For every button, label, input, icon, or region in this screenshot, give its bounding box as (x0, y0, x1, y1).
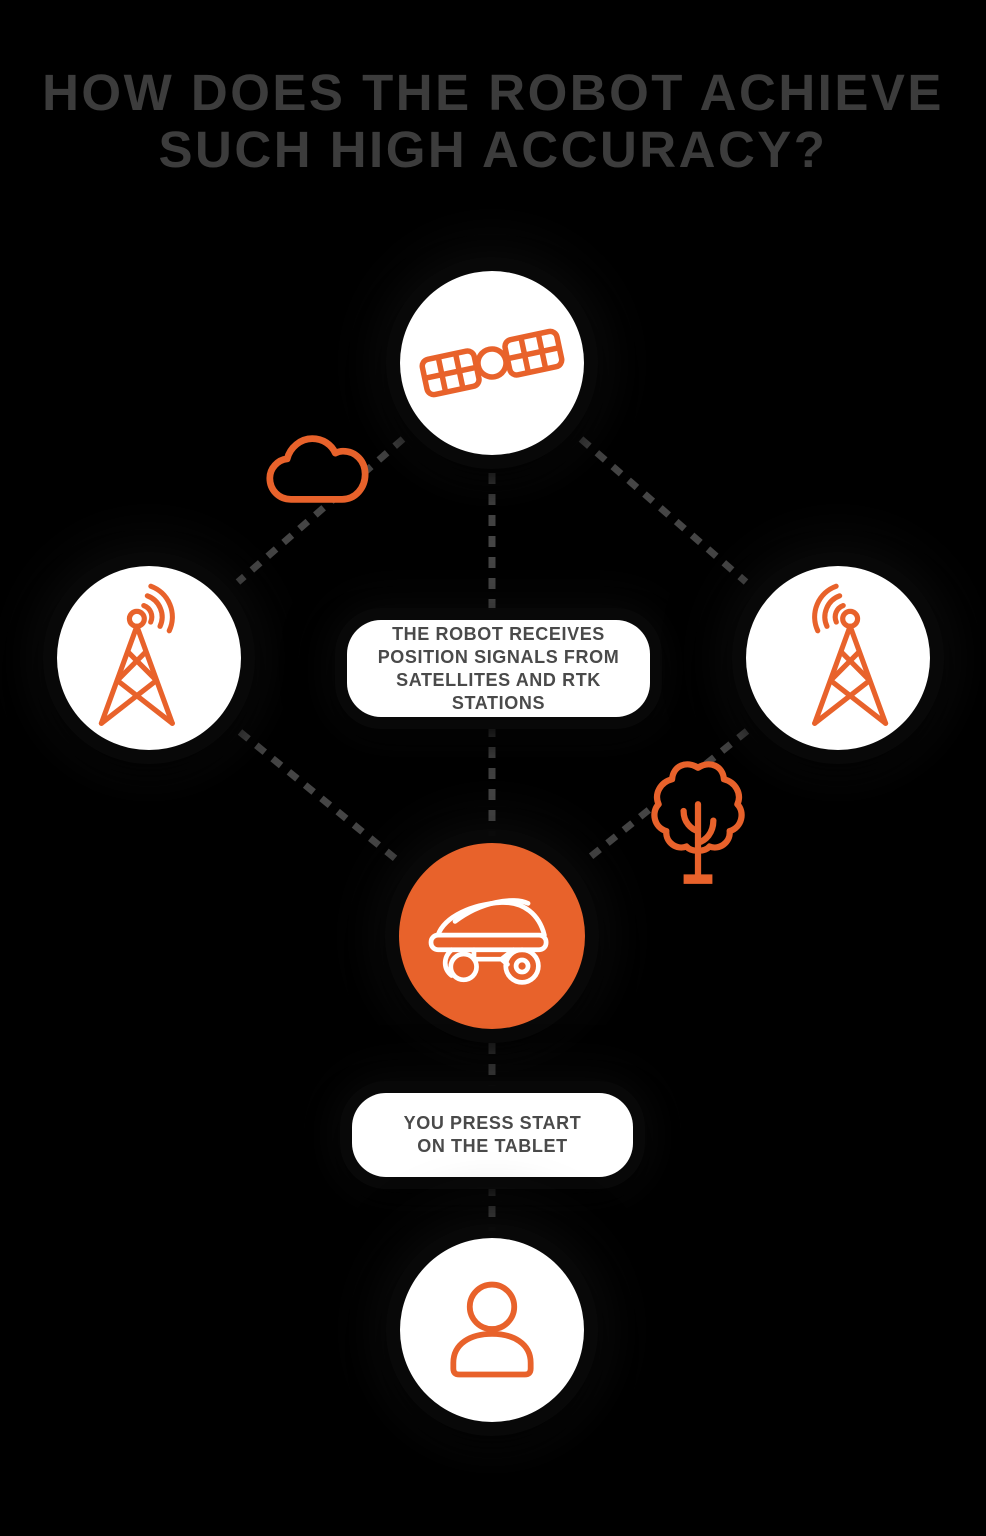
connector-satellite-to-right-tower (578, 436, 749, 585)
page-title-line1: HOW DOES THE ROBOT ACHIEVE (42, 64, 944, 121)
start-callout-text: YOU PRESS START ON THE TABLET (403, 1113, 582, 1156)
rtk-station-left-node (57, 566, 241, 750)
page-title-line2: SUCH HIGH ACCURACY? (158, 121, 828, 178)
user-node (400, 1238, 584, 1422)
robot-mower-icon (428, 898, 549, 985)
person-icon (450, 1281, 534, 1378)
connector-satellite-to-left-tower (235, 436, 406, 585)
page-title: HOW DOES THE ROBOT ACHIEVE SUCH HIGH ACC… (0, 64, 986, 178)
cloud-icon (266, 435, 369, 503)
signals-callout: THE ROBOT RECEIVES POSITION SIGNALS FROM… (347, 620, 650, 717)
satellite-node (400, 271, 584, 455)
tree-icon (651, 761, 745, 884)
connector-right-tower-to-robot (581, 728, 750, 865)
satellite-icon (419, 328, 565, 398)
signals-callout-text: THE ROBOT RECEIVES POSITION SIGNALS FROM… (377, 623, 620, 713)
cloud-decoration (264, 430, 370, 508)
connector-left-tower-to-robot (237, 729, 405, 867)
robot-node (399, 843, 585, 1029)
rtk-station-right-node (746, 566, 930, 750)
tree-decoration (650, 750, 746, 894)
start-callout: YOU PRESS START ON THE TABLET (352, 1093, 633, 1177)
radio-tower-icon (98, 583, 175, 726)
radio-tower-icon (812, 583, 889, 726)
